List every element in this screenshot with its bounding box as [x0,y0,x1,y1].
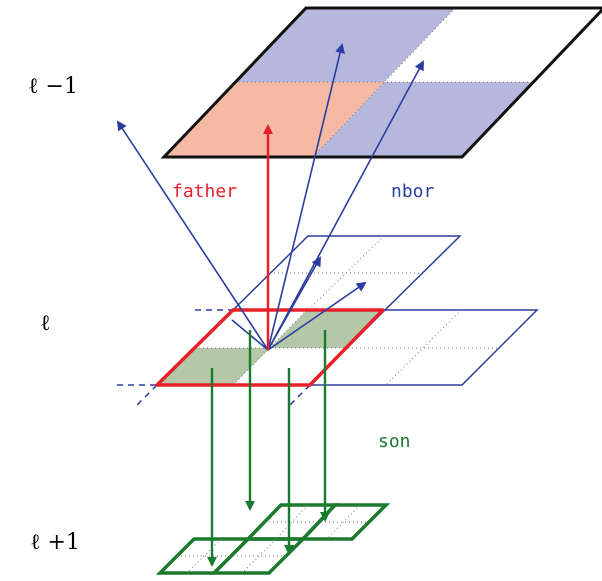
neighbor-dotted-divider [385,309,462,386]
nbor-arrow-neighbor-back [267,256,321,351]
current-cell-outline [155,308,385,387]
parent-cell-top-left [235,8,455,82]
nbor-arrow-upper-right-cell [267,60,424,351]
nbor-arrows [116,43,424,351]
child-cell-far-right [298,503,391,541]
child-dotted-divider [241,538,277,574]
current-cell [155,308,385,387]
nbor-label: nbor [391,181,435,202]
nbor-arrow-neighbor-right [267,281,367,351]
child-dotted-divider [275,504,309,540]
level-label-current: ℓ [40,311,51,336]
child-dotted-divider [186,538,222,574]
level-label-upper: ℓ −1 [28,74,78,99]
father-label: father [172,181,237,202]
level-label-lower: ℓ +1 [30,530,80,555]
child-level-grid [155,503,391,575]
neighbor-dotted-divider [307,235,385,311]
son-label: son [378,431,411,452]
parent-grid-outline [160,6,602,159]
neighbor-dashed-diagonal [289,384,311,406]
son-arrows [207,330,330,567]
nbor-arrow-upper-left-cell [267,43,345,351]
neighbor-dashed-diagonal [136,384,158,406]
nbor-arrow-far-left [116,120,269,351]
